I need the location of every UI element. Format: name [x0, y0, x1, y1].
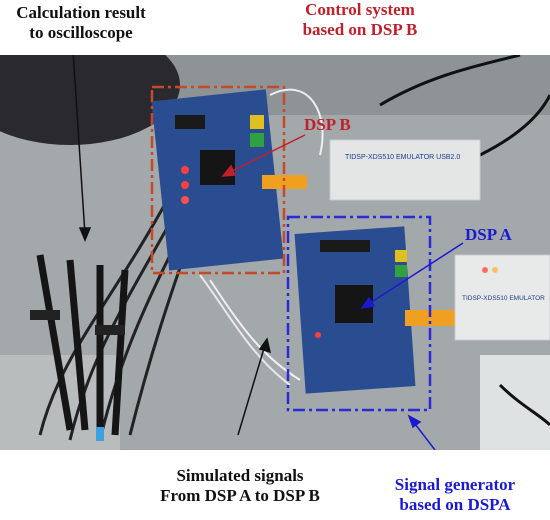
emulator-a-led-1 [482, 267, 488, 273]
dsp-b-led-1 [181, 166, 189, 174]
white-case [480, 355, 550, 450]
arrow-signal-generator [407, 414, 436, 450]
dsp-a-jack-yellow [395, 250, 407, 262]
probe-cable-1 [38, 194, 172, 436]
signal-wire-1 [199, 274, 291, 386]
probe-cable-2 [68, 204, 182, 441]
arrow-dsp-b [221, 134, 306, 177]
calculation-result-line-2: to oscilloscope [29, 23, 133, 42]
emulator-a-led-2 [492, 267, 498, 273]
dsp-a-outline-box [286, 215, 432, 412]
emulator-b-text: TIDSP-XDS510 EMULATOR USB2.0 [345, 154, 460, 161]
signal-generator-line-2: based on DSPA [399, 495, 511, 514]
hardware-photo: TIDSP-XDS510 EMULATOR USB2.0 TIDSP-XDS51… [0, 55, 550, 450]
dsp-b-jack-green [250, 133, 264, 147]
emulator-a [454, 254, 550, 341]
emulator-a-text: TIDSP-XDS510 EMULATOR [462, 295, 545, 302]
ribbon-cable-b [262, 175, 307, 189]
usb-cable-a [498, 383, 550, 427]
control-system-label: Control system based on DSP B [275, 0, 445, 40]
oscilloscope-probes [30, 254, 129, 441]
dsp-b-outline-box [150, 85, 286, 275]
signal-generator-line-1: Signal generator [394, 475, 516, 494]
simulated-signals-line-2: From DSP A to DSP B [160, 486, 320, 505]
dsp-b-jack-yellow [250, 115, 264, 129]
dsp-b-led-2 [181, 181, 189, 189]
photo-scene: TIDSP-XDS510 EMULATOR USB2.0 TIDSP-XDS51… [0, 55, 550, 450]
simulated-signals-label: Simulated signals From DSP A to DSP B [140, 466, 340, 506]
emulator-b [329, 139, 481, 201]
dsp-a-connector [320, 240, 370, 252]
dsp-a-label: DSP A [465, 225, 512, 244]
white-wire-top [269, 88, 324, 156]
calculation-result-label: Calculation result to oscilloscope [6, 3, 156, 43]
dsp-b-label: DSP B [304, 115, 351, 134]
control-system-line-1: Control system [305, 0, 415, 19]
arrow-calc-result [72, 55, 92, 242]
arrow-dsp-a [360, 242, 464, 310]
simulated-signals-line-1: Simulated signals [176, 466, 304, 485]
signal-generator-label: Signal generator based on DSPA [370, 475, 540, 515]
dsp-a-led [315, 332, 321, 338]
ribbon-cable-a [405, 310, 465, 326]
control-system-line-2: based on DSP B [302, 20, 418, 39]
arrow-simulated-signals [237, 337, 272, 436]
dsp-b-led-3 [181, 196, 189, 204]
black-object [0, 55, 180, 145]
calculation-result-line-1: Calculation result [16, 3, 146, 22]
dsp-b-connector [175, 115, 205, 129]
power-cable [379, 55, 521, 107]
usb-cable-b [479, 94, 550, 157]
dsp-a-jack-green [395, 265, 407, 277]
